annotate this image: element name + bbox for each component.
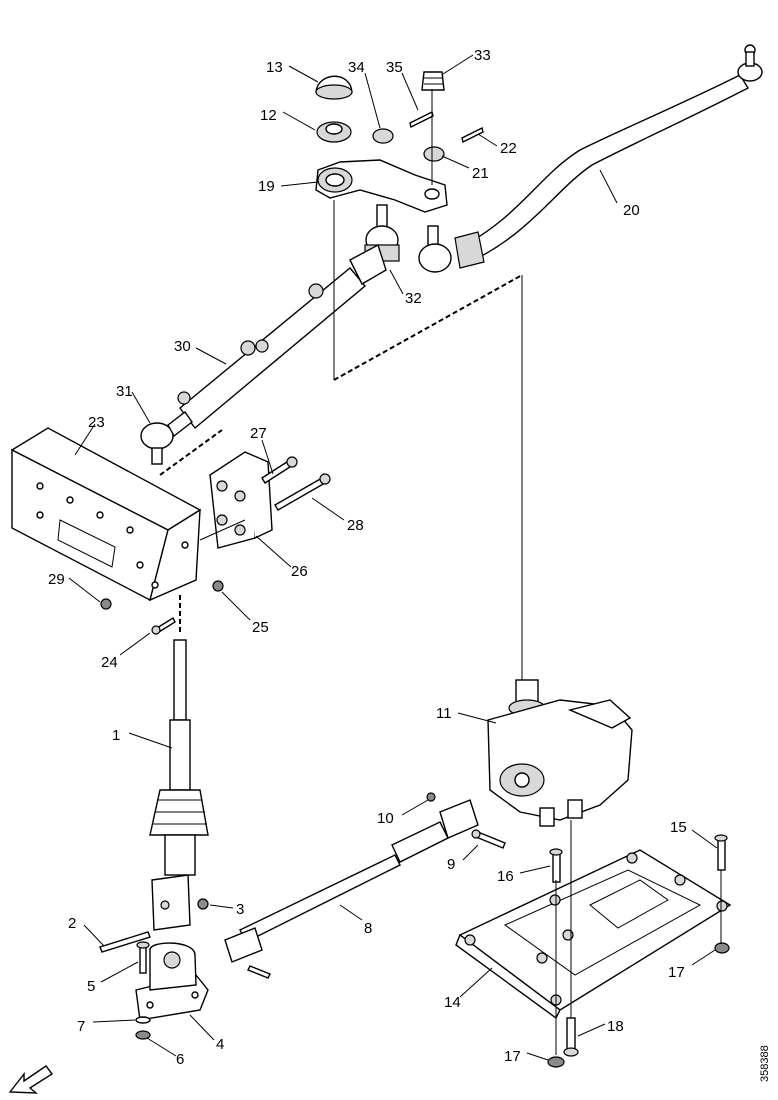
nut-6 bbox=[135, 1030, 151, 1040]
callout-22: 22 bbox=[500, 140, 517, 157]
frame-bracket-23 bbox=[10, 427, 202, 602]
castle-nut-21 bbox=[423, 146, 445, 162]
callout-15: 15 bbox=[670, 819, 687, 836]
nut-17-lower bbox=[547, 1056, 565, 1068]
angle-gear-4 bbox=[135, 942, 209, 1021]
intermediate-shaft-8 bbox=[224, 799, 479, 963]
callout-3: 3 bbox=[236, 901, 244, 918]
callout-30: 30 bbox=[174, 338, 191, 355]
callout-28: 28 bbox=[347, 517, 364, 534]
callout-26: 26 bbox=[291, 563, 308, 580]
callout-25: 25 bbox=[252, 619, 269, 636]
callout-21: 21 bbox=[472, 165, 489, 182]
pitman-arm-19 bbox=[315, 159, 448, 213]
callout-4: 4 bbox=[216, 1036, 224, 1053]
callout-35: 35 bbox=[386, 59, 403, 76]
callout-16: 16 bbox=[497, 868, 514, 885]
callout-17-lower: 17 bbox=[504, 1048, 521, 1065]
callout-18: 18 bbox=[607, 1018, 624, 1035]
bolt-5 bbox=[136, 941, 150, 974]
castle-nut-34 bbox=[372, 128, 394, 144]
bolt-27 bbox=[261, 456, 298, 484]
callout-23: 23 bbox=[88, 414, 105, 431]
callout-2: 2 bbox=[68, 915, 76, 932]
steering-column-1 bbox=[149, 639, 209, 876]
bolt-small-left bbox=[247, 965, 271, 979]
callout-32: 32 bbox=[405, 290, 422, 307]
callout-7: 7 bbox=[77, 1018, 85, 1035]
nut-12 bbox=[316, 121, 352, 143]
cotter-pin-35 bbox=[409, 110, 434, 129]
callout-19: 19 bbox=[258, 178, 275, 195]
callout-8: 8 bbox=[364, 920, 372, 937]
bolt-16 bbox=[549, 848, 563, 883]
bolt-24 bbox=[151, 616, 176, 635]
drag-link-20 bbox=[454, 44, 763, 269]
cap-13 bbox=[315, 75, 353, 100]
callout-1: 1 bbox=[112, 727, 120, 744]
callout-6: 6 bbox=[176, 1051, 184, 1068]
alignment-lines bbox=[159, 90, 722, 1055]
ball-joint-right bbox=[418, 225, 452, 273]
bolt-18 bbox=[563, 1017, 579, 1057]
ball-joint-31 bbox=[140, 411, 193, 465]
callout-labels: 1 2 3 4 5 6 7 8 9 10 11 12 13 14 15 16 1… bbox=[48, 47, 687, 1068]
bolt-2 bbox=[99, 931, 151, 953]
document-id: 358388 bbox=[759, 1045, 771, 1082]
callout-27: 27 bbox=[250, 425, 267, 442]
callout-33: 33 bbox=[474, 47, 491, 64]
callout-12: 12 bbox=[260, 107, 277, 124]
nut-3 bbox=[197, 898, 209, 910]
washer-7 bbox=[135, 1016, 151, 1024]
callout-13: 13 bbox=[266, 59, 283, 76]
universal-joint-upper bbox=[151, 874, 191, 931]
steering-gear-11 bbox=[487, 679, 633, 827]
bolt-9 bbox=[471, 829, 506, 849]
boot-33 bbox=[421, 71, 445, 91]
steering-cylinder-30 bbox=[177, 243, 387, 430]
bolt-15 bbox=[714, 834, 728, 871]
nut-25 bbox=[212, 580, 224, 592]
nut-29 bbox=[100, 598, 112, 610]
callout-24: 24 bbox=[101, 654, 118, 671]
front-direction-arrow-icon bbox=[8, 1065, 54, 1094]
callout-9: 9 bbox=[447, 856, 455, 873]
callout-31: 31 bbox=[116, 383, 133, 400]
cotter-pin-22 bbox=[461, 126, 484, 144]
callout-11: 11 bbox=[436, 705, 452, 722]
mount-bracket-26 bbox=[209, 451, 273, 549]
callout-10: 10 bbox=[377, 810, 394, 827]
callout-17-upper: 17 bbox=[668, 964, 685, 981]
callout-20: 20 bbox=[623, 202, 640, 219]
callout-14: 14 bbox=[444, 994, 461, 1011]
nut-10 bbox=[426, 792, 436, 802]
callout-34: 34 bbox=[348, 59, 365, 76]
gear-bracket-14 bbox=[455, 849, 732, 1020]
callout-5: 5 bbox=[87, 978, 95, 995]
callout-29: 29 bbox=[48, 571, 65, 588]
bolt-28 bbox=[274, 473, 331, 511]
nut-17-upper bbox=[714, 942, 730, 954]
leader-lines bbox=[68, 54, 718, 1061]
